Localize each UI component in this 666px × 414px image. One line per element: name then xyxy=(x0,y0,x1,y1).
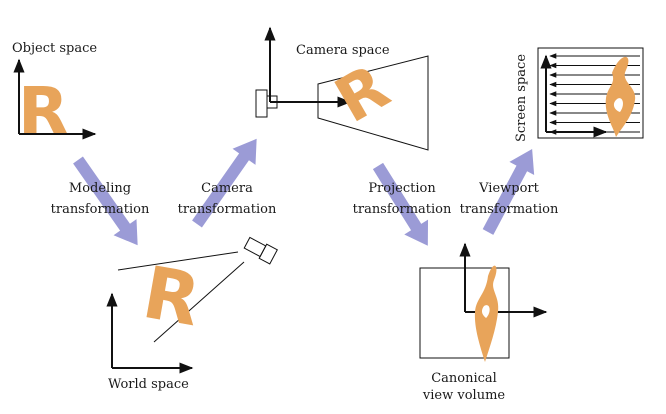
world-space-label: World space xyxy=(108,377,189,392)
canonical-label-line2: view volume xyxy=(422,388,505,403)
world-view-line-bottom xyxy=(153,261,245,343)
modeling-label-line2: transformation xyxy=(51,202,150,217)
object-space-panel: Object space R xyxy=(12,41,97,150)
camera-lens-icon xyxy=(266,95,278,109)
projection-label-line1: Projection xyxy=(368,181,436,196)
canonical-r-glyph-hole xyxy=(481,305,490,318)
viewport-label-line1: Viewport xyxy=(478,181,540,196)
camera-tf-label-line1: Camera xyxy=(201,181,253,196)
screen-space-label: Screen space xyxy=(514,54,529,142)
view-frustum xyxy=(317,55,429,151)
canonical-volume-panel: Canonical view volume xyxy=(419,242,548,403)
camera-space-label: Camera space xyxy=(296,43,390,58)
transformation-captions: Modeling transformation Camera transform… xyxy=(51,181,559,217)
modeling-arrow xyxy=(73,156,138,246)
camera-transform-arrow xyxy=(192,138,257,228)
world-camera-icon xyxy=(243,236,278,265)
camera-space-panel: Camera space R xyxy=(255,26,429,151)
screen-space-panel: Screen space xyxy=(514,47,644,142)
world-view-line-top xyxy=(117,251,239,271)
object-space-label: Object space xyxy=(12,41,97,56)
viewport-arrow xyxy=(482,149,535,235)
camera-r-glyph: R xyxy=(323,50,401,137)
transformation-arrows xyxy=(73,138,535,246)
screen-r-glyph xyxy=(605,56,636,137)
viewport-label-line2: transformation xyxy=(460,202,559,217)
screen-frame xyxy=(537,47,644,139)
world-r-glyph: R xyxy=(137,250,206,342)
canonical-label-line1: Canonical xyxy=(431,371,497,386)
world-space-panel: R World space xyxy=(106,236,278,392)
modeling-label-line1: Modeling xyxy=(69,181,131,196)
object-r-glyph: R xyxy=(18,73,69,150)
projection-label-line2: transformation xyxy=(353,202,452,217)
screen-r-glyph-hole xyxy=(613,98,623,112)
projection-arrow xyxy=(372,162,429,246)
camera-icon xyxy=(255,89,268,118)
camera-tf-label-line2: transformation xyxy=(178,202,277,217)
